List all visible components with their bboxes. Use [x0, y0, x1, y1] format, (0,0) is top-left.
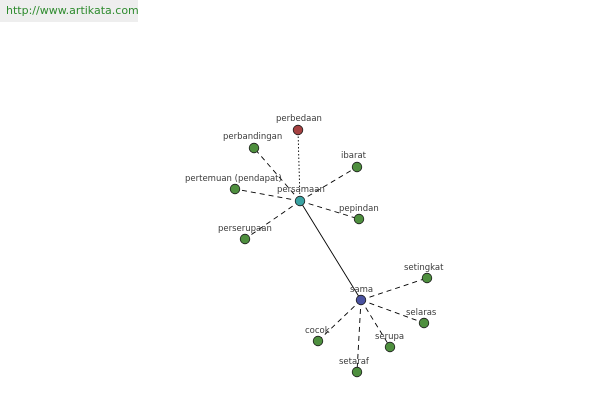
node-label-setaraf[interactable]: setaraf [339, 357, 370, 367]
edge-sama-serupa [360, 299, 391, 348]
node-setaraf[interactable] [351, 366, 363, 378]
node-label-pertemuan[interactable]: pertemuan (pendapat) [185, 174, 282, 184]
edge-persamaan-pertemuan [234, 188, 301, 202]
node-label-setingkat[interactable]: setingkat [404, 263, 444, 273]
node-label-ibarat[interactable]: ibarat [341, 151, 367, 161]
node-selaras[interactable] [418, 317, 430, 329]
node-label-selaras[interactable]: selaras [406, 308, 437, 318]
node-cocok[interactable] [312, 335, 324, 347]
node-perbandingan[interactable] [248, 142, 260, 154]
edge-persamaan-perbedaan [297, 129, 301, 202]
node-label-persamaan[interactable]: persamaan [277, 185, 325, 195]
labels-layer: perbedaan perbandingan ibarat pertemuan (pe… [185, 114, 444, 367]
node-label-perserupaan[interactable]: perserupaan [218, 224, 272, 234]
edge-sama-setingkat [360, 277, 428, 301]
node-label-perbedaan[interactable]: perbedaan [276, 114, 322, 124]
node-serupa[interactable] [384, 341, 396, 353]
edges-layer [234, 129, 428, 373]
edge-sama-cocok [317, 299, 362, 342]
node-ibarat[interactable] [351, 161, 363, 173]
nodes-layer [229, 124, 433, 378]
edge-sama-setaraf [356, 299, 362, 373]
source-url-banner[interactable]: http://www.artikata.com [0, 0, 139, 22]
node-persamaan[interactable] [294, 195, 306, 207]
node-perbedaan[interactable] [292, 124, 304, 136]
edge-persamaan-sama [299, 200, 362, 301]
edge-persamaan-pepindan [299, 200, 360, 220]
edge-sama-selaras [360, 299, 425, 324]
node-label-pepindan[interactable]: pepindan [339, 204, 379, 214]
node-perserupaan[interactable] [239, 233, 251, 245]
node-setingkat[interactable] [421, 272, 433, 284]
node-sama[interactable] [355, 294, 367, 306]
edge-persamaan-perbandingan [253, 147, 301, 202]
node-label-sama[interactable]: sama [350, 285, 373, 295]
node-label-cocok[interactable]: cocok [305, 326, 330, 336]
node-pepindan[interactable] [353, 213, 365, 225]
node-pertemuan[interactable] [229, 183, 241, 195]
node-label-perbandingan[interactable]: perbandingan [223, 132, 282, 142]
edge-persamaan-ibarat [299, 166, 358, 202]
node-label-serupa[interactable]: serupa [375, 332, 404, 342]
edge-persamaan-perserupaan [244, 200, 301, 240]
